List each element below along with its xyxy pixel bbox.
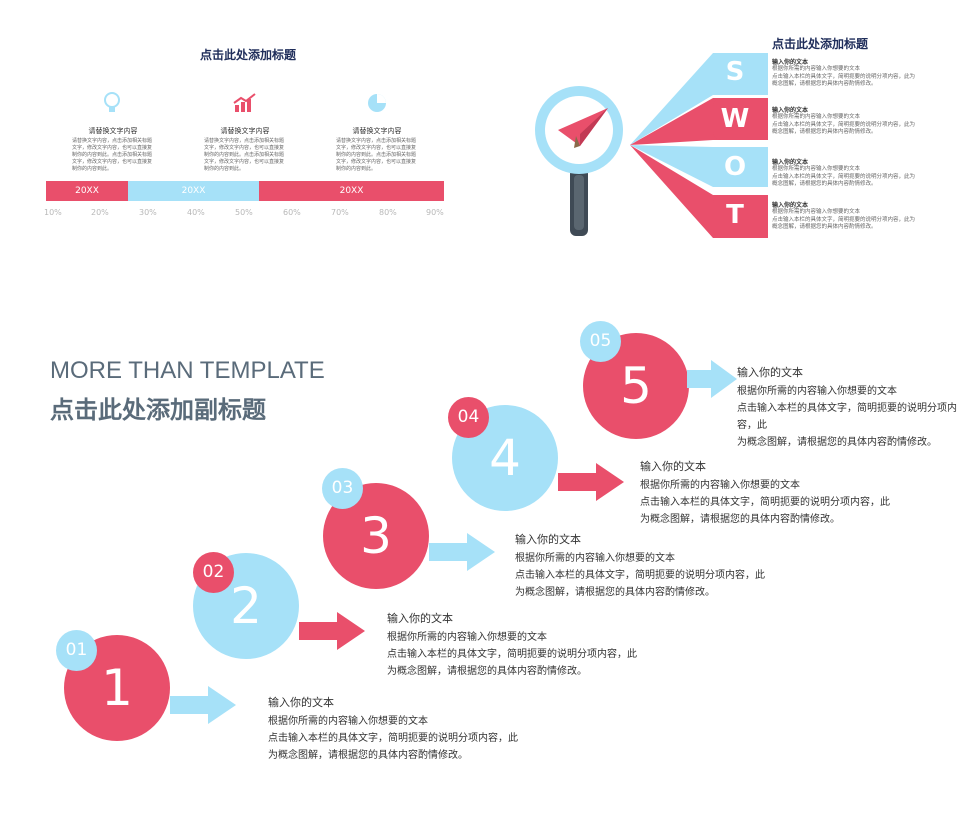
swot-item-line: 点击输入本栏的具体文字，简明扼要的说明分项内容，此为 <box>772 73 916 80</box>
swot-letter-t: T <box>726 200 744 230</box>
percent-label: 30% <box>139 208 157 217</box>
step-line: 为概念图解，请根据您的具体内容酌情修改。 <box>515 587 715 598</box>
step-line: 点击输入本栏的具体文字，简明扼要的说明分项内容，此 <box>387 649 637 660</box>
swot-item-line: 根据你所需的内容输入你想要的文本 <box>772 209 861 215</box>
step-text-2: 输入你的文本 根据你所需的内容输入你想要的文本 点击输入本栏的具体文字，简明扼要… <box>387 610 637 680</box>
pie-chart-icon <box>368 94 386 112</box>
swot-letter-o: O <box>723 152 747 182</box>
step-text-5: 输入你的文本 根据你所需的内容输入你想要的文本 点击输入本栏的具体文字，简明扼要… <box>737 364 960 451</box>
step-badge-4: 04 <box>448 397 489 438</box>
step-line: 为概念图解，请根据您的具体内容酌情修改。 <box>268 750 468 761</box>
step-title: 输入你的文本 <box>737 366 803 379</box>
step-line: 根据你所需的内容输入你想要的文本 <box>268 716 428 727</box>
swot-item-heading: 输入你的文本 <box>772 107 809 114</box>
column-1: 请替换文字内容 请替换文字内容，点击添加相关标题文字，修改文字内容，也可以直接复… <box>72 126 154 173</box>
step-line: 为概念图解，请根据您的具体内容酌情修改。 <box>640 514 840 525</box>
percent-label: 80% <box>379 208 397 217</box>
swot-item-heading: 输入你的文本 <box>772 59 809 66</box>
heading-en: MORE THAN TEMPLATE <box>50 357 325 384</box>
paper-plane-icon <box>558 108 608 146</box>
step-line: 点击输入本栏的具体文字，简明扼要的说明分项内容，此 <box>515 570 765 581</box>
column-body: 请替换文字内容，点击添加相关标题文字，修改文字内容，也可以直接复制你的内容到此。… <box>336 138 417 172</box>
step-text-4: 输入你的文本 根据你所需的内容输入你想要的文本 点击输入本栏的具体文字，简明扼要… <box>640 458 890 528</box>
swot-item-heading: 输入你的文本 <box>772 202 809 209</box>
step-title: 输入你的文本 <box>268 696 334 709</box>
percent-label: 90% <box>426 208 444 217</box>
column-2: 请替换文字内容 请替换文字内容，点击添加相关标题文字，修改文字内容，也可以直接复… <box>204 126 286 173</box>
percent-label: 20% <box>91 208 109 217</box>
swot-item-4: 输入你的文本 根据你所需的内容输入你想要的文本 点击输入本栏的具体文字，简明扼要… <box>772 200 922 232</box>
swot-item-line: 根据你所需的内容输入你想要的文本 <box>772 66 861 72</box>
step-title: 输入你的文本 <box>515 533 581 546</box>
lightbulb-icon <box>104 92 120 112</box>
swot-item-heading: 输入你的文本 <box>772 159 809 166</box>
arrow-3-icon <box>429 533 495 571</box>
swot-item-line: 点击输入本栏的具体文字，简明扼要的说明分项内容，此为 <box>772 121 916 128</box>
column-heading: 请替换文字内容 <box>352 127 402 135</box>
arrow-2-icon <box>299 612 365 650</box>
step-title: 输入你的文本 <box>640 460 706 473</box>
swot-graphic <box>535 53 768 238</box>
step-title: 输入你的文本 <box>387 612 453 625</box>
step-line: 为概念图解，请根据您的具体内容酌情修改。 <box>387 666 587 677</box>
swot-item-line: 点击输入本栏的具体文字，简明扼要的说明分项内容，此为 <box>772 173 916 180</box>
swot-title: 点击此处添加标题 <box>772 37 869 51</box>
column-body: 请替换文字内容，点击添加相关标题文字，修改文字内容，也可以直接复制你的内容到此。… <box>72 138 153 172</box>
progress-segment-1: 20XX <box>46 181 128 201</box>
swot-item-1: 输入你的文本 根据你所需的内容输入你想要的文本 点击输入本栏的具体文字，简明扼要… <box>772 57 922 89</box>
column-3: 请替换文字内容 请替换文字内容，点击添加相关标题文字，修改文字内容，也可以直接复… <box>336 126 418 173</box>
step-badge-3: 03 <box>322 468 363 509</box>
step-line: 根据你所需的内容输入你想要的文本 <box>640 480 800 491</box>
step-line: 根据你所需的内容输入你想要的文本 <box>737 386 897 397</box>
column-heading: 请替换文字内容 <box>88 127 138 135</box>
column-body: 请替换文字内容，点击添加相关标题文字，修改文字内容，也可以直接复制你的内容到此。… <box>204 138 285 172</box>
percent-label: 50% <box>235 208 253 217</box>
arrow-1-icon <box>170 686 236 724</box>
swot-item-line: 概念图解，请根据您的具体内容酌情修改。 <box>772 129 877 135</box>
swot-item-line: 根据你所需的内容输入你想要的文本 <box>772 166 861 172</box>
step-line: 根据你所需的内容输入你想要的文本 <box>515 553 675 564</box>
progress-segment-2: 20XX <box>128 181 259 201</box>
step-line: 点击输入本栏的具体文字，简明扼要的说明分项内容，此 <box>640 497 890 508</box>
swot-item-3: 输入你的文本 根据你所需的内容输入你想要的文本 点击输入本栏的具体文字，简明扼要… <box>772 157 922 189</box>
bar-chart-icon <box>233 93 256 112</box>
column-heading: 请替换文字内容 <box>220 127 270 135</box>
swot-item-line: 概念图解，请根据您的具体内容酌情修改。 <box>772 224 877 230</box>
swot-item-line: 概念图解，请根据您的具体内容酌情修改。 <box>772 81 877 87</box>
step-line: 点击输入本栏的具体文字，简明扼要的说明分项内容，此 <box>268 733 518 744</box>
step-circle-1: 1 <box>64 635 170 741</box>
percent-label: 40% <box>187 208 205 217</box>
heading-cn: 点击此处添加副标题 <box>50 396 266 424</box>
percent-label: 60% <box>283 208 301 217</box>
step-line: 为概念图解，请根据您的具体内容酌情修改。 <box>737 437 937 448</box>
progress-segment-3: 20XX <box>259 181 444 201</box>
step-text-3: 输入你的文本 根据你所需的内容输入你想要的文本 点击输入本栏的具体文字，简明扼要… <box>515 531 765 601</box>
step-line: 点击输入本栏的具体文字，简明扼要的说明分项内容，此 <box>737 403 957 431</box>
swot-item-2: 输入你的文本 根据你所需的内容输入你想要的文本 点击输入本栏的具体文字，简明扼要… <box>772 105 922 137</box>
arrow-4-icon <box>558 463 624 501</box>
step-text-1: 输入你的文本 根据你所需的内容输入你想要的文本 点击输入本栏的具体文字，简明扼要… <box>268 694 518 764</box>
arrow-5-icon <box>687 360 737 398</box>
percent-label: 70% <box>331 208 349 217</box>
step-badge-1: 01 <box>56 630 97 671</box>
step-line: 根据你所需的内容输入你想要的文本 <box>387 632 547 643</box>
top-left-title: 点击此处添加标题 <box>200 48 297 62</box>
step-badge-5: 05 <box>580 321 621 362</box>
percent-label: 10% <box>44 208 62 217</box>
step-badge-2: 02 <box>193 552 234 593</box>
swot-item-line: 概念图解，请根据您的具体内容酌情修改。 <box>772 181 877 187</box>
swot-letter-s: S <box>725 57 745 87</box>
step-circle-2: 2 <box>193 553 299 659</box>
swot-item-line: 根据你所需的内容输入你想要的文本 <box>772 114 861 120</box>
swot-item-line: 点击输入本栏的具体文字，简明扼要的说明分项内容，此为 <box>772 216 916 223</box>
swot-letter-w: W <box>720 104 750 134</box>
